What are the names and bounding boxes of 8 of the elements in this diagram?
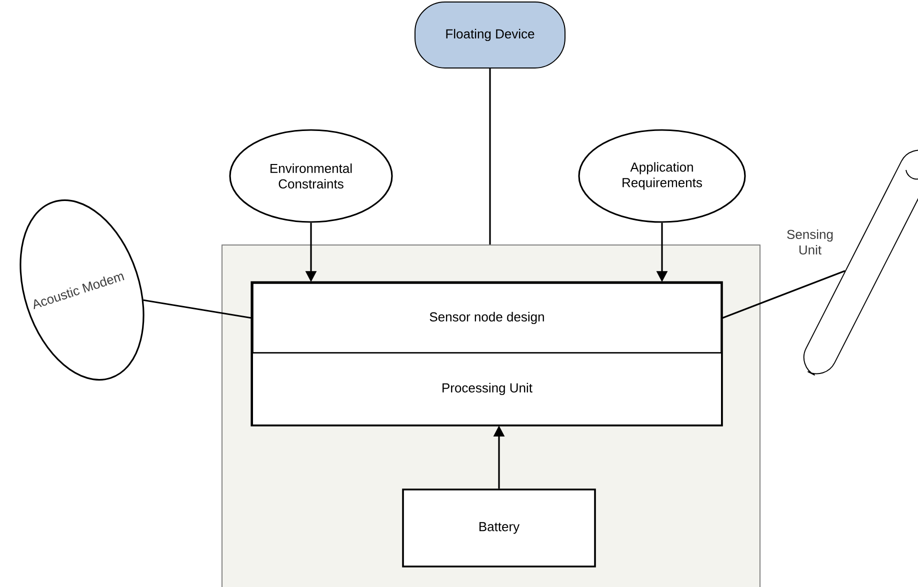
process-box: Processing Unit — [252, 352, 722, 426]
rounded-box: Floating Device — [414, 2, 566, 68]
connector-line — [143, 299, 252, 319]
connector-line — [722, 270, 846, 319]
process-box: Battery — [402, 488, 596, 568]
sensor-probe-drawing: Sensing Unit — [787, 170, 918, 255]
process-box: Sensor node design — [252, 282, 722, 354]
connector-line — [489, 68, 491, 244]
